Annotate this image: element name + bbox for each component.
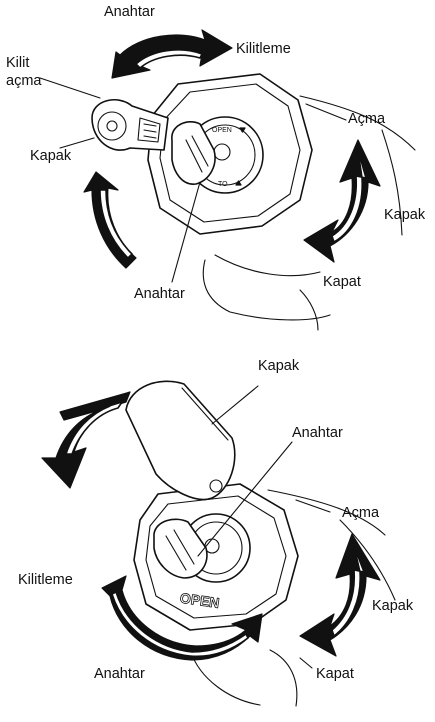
label-unlock-line1: Kilit: [6, 55, 29, 72]
label-close-fig1: Kapat: [323, 274, 361, 291]
label-cap-top-fig2: Kapak: [258, 358, 299, 375]
dial-open-mark: OPEN: [212, 127, 232, 134]
label-open-fig1: Açma: [348, 111, 385, 128]
label-lock: Kilitleme: [236, 41, 291, 58]
label-cap-fig2: Kapak: [372, 598, 413, 615]
dial-close-mark: TO: [218, 181, 228, 188]
label-cover-flap: Kapak: [30, 148, 71, 165]
label-key-rotation: Anahtar: [104, 4, 155, 21]
label-key-pointer-fig2: Anahtar: [292, 425, 343, 442]
label-key-fig1: Anahtar: [134, 286, 185, 303]
label-open-fig2: Açma: [342, 505, 379, 522]
label-close-fig2: Kapat: [316, 666, 354, 683]
label-cap-fig1: Kapak: [384, 207, 425, 224]
key-cover-flap: [92, 100, 168, 150]
cover-flap-open: [126, 381, 235, 499]
open-close-arrow-fig1: [304, 140, 380, 262]
label-lock-fig2: Kilitleme: [18, 572, 73, 589]
label-key-fig2: Anahtar: [94, 666, 145, 683]
label-unlock-line2: açma: [6, 73, 41, 90]
